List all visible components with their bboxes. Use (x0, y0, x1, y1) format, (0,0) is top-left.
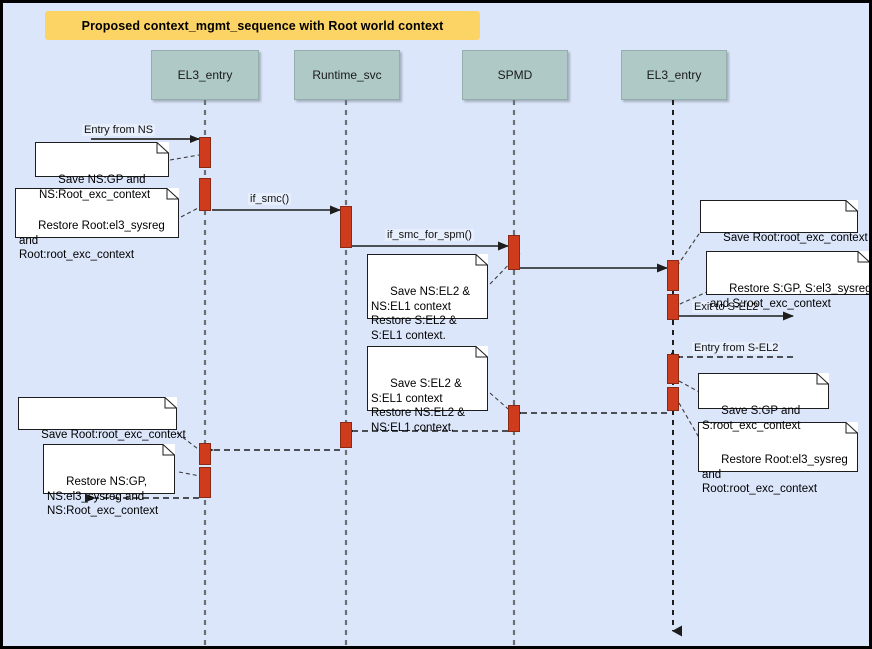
note-save-s-el2: Save S:EL2 & S:EL1 context Restore NS:EL… (367, 346, 488, 434)
activation-bar (508, 235, 520, 270)
message-label-exit-to-s-el2: Exit to S-EL2 (692, 301, 761, 313)
message-label-entry-from-ns: Entry from NS (82, 124, 156, 136)
participant-label: SPMD (497, 68, 533, 82)
activation-bar (340, 422, 352, 448)
note-text: Restore Root:el3_sysreg and Root:root_ex… (702, 454, 848, 496)
note-save-ns-el2: Save NS:EL2 & NS:EL1 context Restore S:E… (367, 254, 488, 342)
note-text: Restore NS:GP, NS:el3_sysreg and NS:Root… (47, 476, 159, 518)
activation-bar (340, 206, 352, 248)
message-label-entry-from-s-el2: Entry from S-EL2 (692, 342, 781, 354)
note-text: Save Root:root_exc_context (723, 232, 868, 245)
activation-bar (199, 178, 211, 211)
participant-label: Runtime_svc (312, 68, 382, 82)
note-save-ns-gp: Save NS:GP and NS:Root_exc_context (35, 142, 169, 201)
activation-bar (667, 294, 679, 320)
note-restore-ns-gp: Restore NS:GP, NS:el3_sysreg and NS:Root… (43, 444, 175, 517)
participant-label: EL3_entry (177, 68, 233, 82)
diagram-title-banner: Proposed context_mgmt_sequence with Root… (45, 11, 480, 40)
diagram-title: Proposed context_mgmt_sequence with Root… (81, 18, 444, 33)
note-text: Save Root:root_exc_context (41, 429, 186, 442)
activation-bar (667, 387, 679, 411)
activation-bar (667, 260, 679, 291)
note-text: Restore S:GP, S:el3_sysreg and S:root_ex… (710, 283, 872, 310)
note-text: Restore Root:el3_sysreg and Root:root_ex… (19, 220, 165, 262)
activation-bar (667, 354, 679, 384)
message-label-if-smc: if_smc() (248, 193, 292, 205)
note-save-root-exc-1: Save Root:root_exc_context (700, 200, 868, 244)
note-text: Save NS:EL2 & NS:EL1 context Restore S:E… (371, 286, 471, 342)
participant-el3-entry-2[interactable]: EL3_entry (621, 50, 727, 100)
note-text: Save S:GP and S:root_exc_context (702, 405, 801, 432)
activation-bar (199, 137, 211, 168)
activation-bar (199, 443, 211, 465)
note-save-s-gp: Save S:GP and S:root_exc_context (698, 373, 829, 432)
note-save-root-exc-2: Save Root:root_exc_context (18, 397, 186, 441)
participant-el3-entry-1[interactable]: EL3_entry (151, 50, 259, 100)
note-restore-s-gp: Restore S:GP, S:el3_sysreg and S:root_ex… (706, 251, 869, 310)
participant-spmd[interactable]: SPMD (462, 50, 568, 100)
activation-bar (199, 467, 211, 498)
activation-bar (508, 405, 520, 432)
participant-runtime-svc[interactable]: Runtime_svc (294, 50, 400, 100)
participant-label: EL3_entry (646, 68, 702, 82)
message-label-if-smc-for-spm: if_smc_for_spm() (385, 229, 474, 241)
note-text: Save S:EL2 & S:EL1 context Restore NS:EL… (371, 378, 465, 434)
